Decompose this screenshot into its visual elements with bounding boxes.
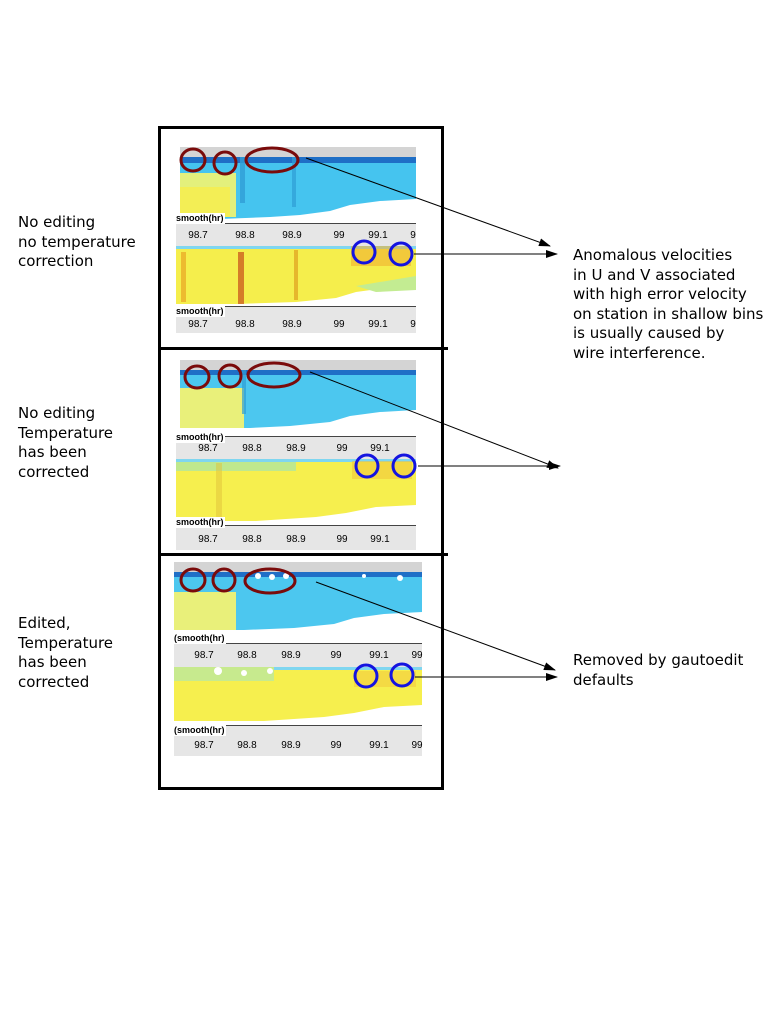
axis-tick: 98.9 bbox=[281, 740, 301, 751]
axis-tick: 98.8 bbox=[237, 650, 257, 661]
axis-tick: 98.9 bbox=[282, 319, 302, 330]
section-divider-2 bbox=[158, 553, 448, 556]
plot-header-bar bbox=[180, 147, 416, 157]
smooth-label: smooth(hr) bbox=[176, 213, 225, 224]
axis-tick: 98.7 bbox=[194, 740, 214, 751]
section-1-label: No editing no temperature correction bbox=[18, 213, 136, 270]
time-axis: 98.7 98.8 98.9 99 99.1 bbox=[176, 525, 416, 550]
axis-tick: 99 bbox=[330, 740, 342, 751]
axis-tick: 99 bbox=[411, 650, 423, 661]
axis-tick: 99.1 bbox=[368, 319, 388, 330]
axis-tick: 98.9 bbox=[286, 534, 306, 545]
axis-tick: 99 bbox=[333, 319, 345, 330]
axis-tick: 98.9 bbox=[281, 650, 301, 661]
smooth-label: (smooth(hr) bbox=[174, 725, 226, 736]
smooth-label: smooth(hr) bbox=[176, 432, 225, 443]
axis-tick: 98.7 bbox=[194, 650, 214, 661]
u-velocity-plot bbox=[174, 572, 422, 634]
smooth-label: smooth(hr) bbox=[176, 306, 225, 317]
axis-tick: 99 bbox=[411, 740, 423, 751]
axis-tick: 98.8 bbox=[235, 319, 255, 330]
removed-note: Removed by gautoedit defaults bbox=[573, 651, 744, 689]
axis-tick: 99.1 bbox=[368, 230, 388, 241]
axis-tick: 98.7 bbox=[198, 443, 218, 454]
axis-tick: 99.1 bbox=[369, 650, 389, 661]
axis-tick: 99 bbox=[333, 230, 345, 241]
section-divider-1 bbox=[158, 347, 448, 350]
plot-header-bar bbox=[174, 562, 422, 572]
axis-tick: 99.1 bbox=[370, 534, 390, 545]
axis-tick: 98.8 bbox=[242, 443, 262, 454]
time-axis: 98.7 98.8 98.9 99 99.1 99 bbox=[174, 643, 423, 668]
u-velocity-plot bbox=[180, 370, 416, 432]
axis-tick: 98.8 bbox=[242, 534, 262, 545]
axis-tick: 9 bbox=[410, 319, 416, 330]
axis-tick: 99 bbox=[336, 443, 348, 454]
axis-tick: 99.1 bbox=[370, 443, 390, 454]
axis-tick: 99 bbox=[330, 650, 342, 661]
axis-tick: 99 bbox=[336, 534, 348, 545]
v-velocity-plot bbox=[174, 667, 422, 725]
axis-tick: 98.7 bbox=[188, 230, 208, 241]
v-velocity-plot bbox=[176, 246, 416, 306]
axis-tick: 98.7 bbox=[198, 534, 218, 545]
v-velocity-plot bbox=[176, 459, 416, 525]
axis-tick: 98.9 bbox=[282, 230, 302, 241]
smooth-label: smooth(hr) bbox=[176, 517, 225, 528]
section-2-label: No editing Temperature has been correcte… bbox=[18, 404, 114, 481]
time-axis: 98.7 98.8 98.9 99 99.1 9 bbox=[176, 223, 416, 246]
axis-tick: 98.9 bbox=[286, 443, 306, 454]
axis-tick: 98.7 bbox=[188, 319, 208, 330]
smooth-label: (smooth(hr) bbox=[174, 633, 226, 644]
axis-tick: 98.8 bbox=[237, 740, 257, 751]
section-3-label: Edited, Temperature has been corrected bbox=[18, 614, 114, 691]
axis-tick: 99.1 bbox=[369, 740, 389, 751]
axis-tick: 9 bbox=[410, 230, 416, 241]
plot-header-bar bbox=[180, 360, 416, 370]
anomalous-velocity-note: Anomalous velocities in U and V associat… bbox=[573, 246, 764, 362]
axis-tick: 98.8 bbox=[235, 230, 255, 241]
